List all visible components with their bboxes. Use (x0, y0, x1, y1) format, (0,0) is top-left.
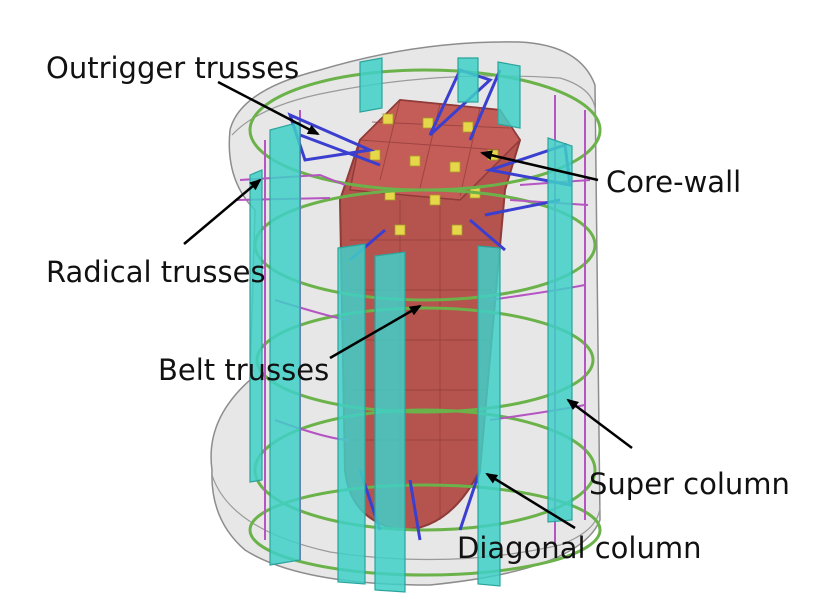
arrow-diagonal-column (485, 472, 576, 530)
super-column-front1 (337, 243, 366, 585)
envelope-lower-rim (211, 474, 601, 561)
super-column-label: Super column (589, 467, 790, 501)
arrow-outrigger (217, 80, 320, 136)
arrow-super-column (566, 398, 633, 449)
core-wall-label: Core-wall (606, 165, 742, 199)
super-column-e (547, 137, 573, 523)
super-column-front2 (374, 251, 406, 593)
arrow-belt (329, 304, 422, 360)
outrigger-trusses-label: Outrigger trusses (46, 51, 300, 85)
super-columns (249, 57, 573, 593)
arrow-radical (183, 178, 262, 245)
annotation-arrows (183, 80, 633, 530)
super-column-nw (269, 121, 301, 566)
super-column-n1 (359, 57, 383, 113)
super-column-ne (497, 61, 521, 129)
belt-ring-base (248, 483, 602, 577)
envelope-upper-rim (231, 75, 597, 136)
super-column-front3 (477, 245, 501, 587)
radical-trusses-label: Radical trusses (46, 255, 266, 289)
super-column-n2 (457, 57, 479, 103)
diagonal-column-label: Diagonal column (457, 531, 702, 565)
super-column-back-w (249, 169, 263, 483)
belt-trusses-label: Belt trusses (158, 353, 330, 387)
arrow-core-wall (480, 150, 599, 182)
